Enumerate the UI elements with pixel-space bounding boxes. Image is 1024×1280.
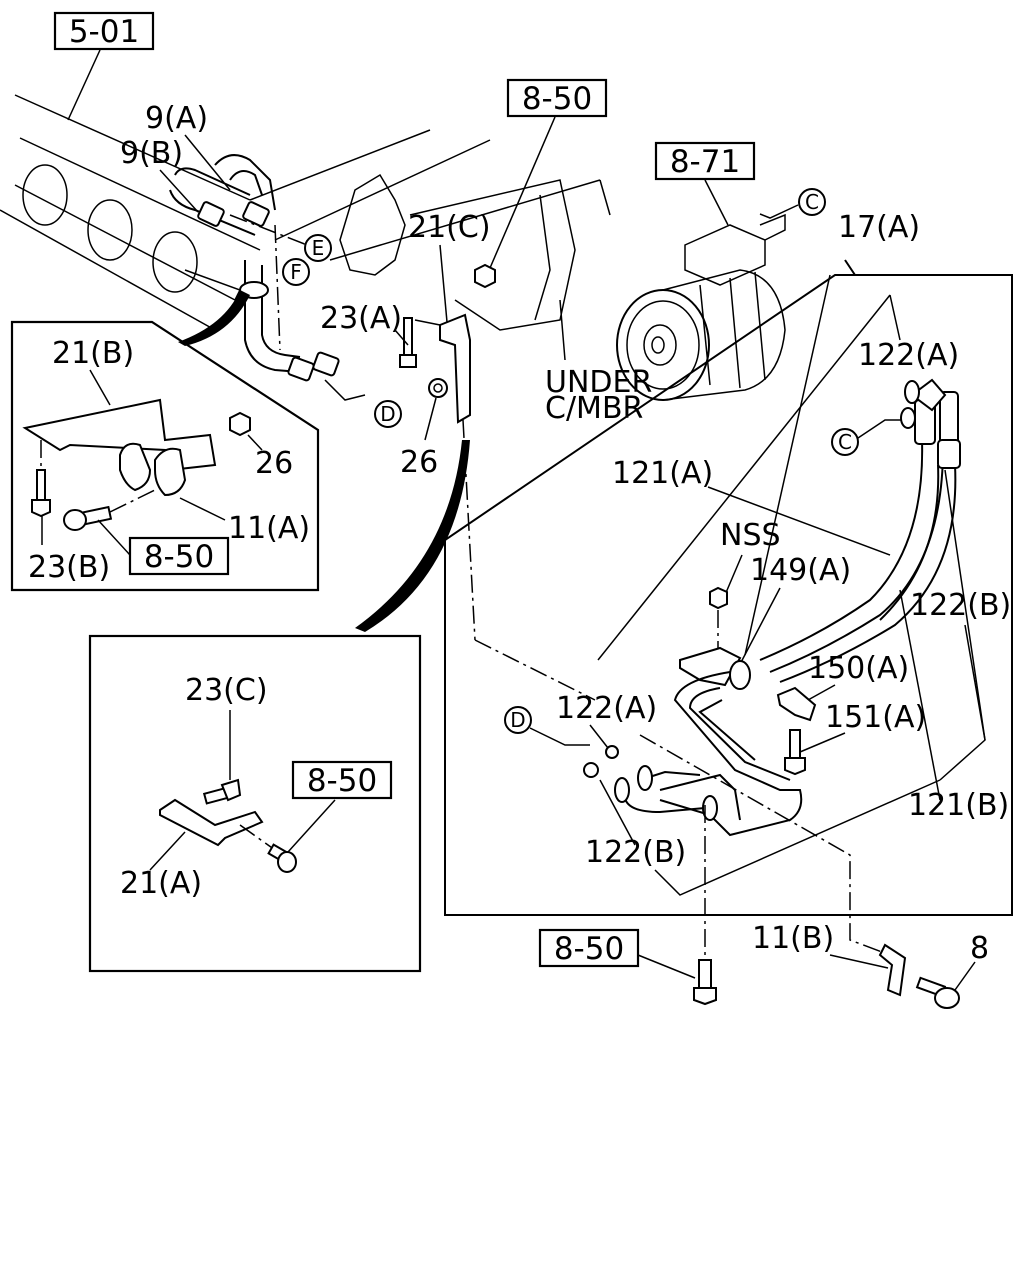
bracket-149a — [679, 646, 751, 690]
label-nss: NSS — [720, 518, 781, 553]
label-121a: 121(A) — [612, 456, 713, 491]
ref-8-50-top: 8-50 — [522, 81, 592, 117]
bolt-23a — [399, 317, 417, 368]
bolt-151a — [784, 729, 806, 776]
bolt-bottom — [693, 959, 717, 1006]
label-under: UNDER — [545, 365, 652, 400]
ac-compressor — [616, 213, 786, 401]
label-23a: 23(A) — [320, 301, 402, 336]
svg-text:F: F — [290, 260, 302, 284]
engine-manifold — [0, 94, 611, 361]
label-9a: 9(A) — [145, 101, 208, 136]
label-122a-top: 122(A) — [858, 338, 959, 373]
inset-left: 21(B) 26 11(A) 23(B) — [10, 320, 320, 592]
pipes-lower — [583, 671, 803, 837]
label-21a: 21(A) — [120, 866, 202, 901]
label-23b: 23(B) — [28, 550, 110, 585]
ref-box-8-50-inset-bottom[interactable]: 8-50 — [291, 760, 393, 800]
label-122a-mid: 122(A) — [556, 691, 657, 726]
callout-e[interactable]: E — [304, 234, 332, 262]
ref-box-5-01[interactable]: 5-01 — [53, 11, 155, 51]
ref-8-50-inset-left: 8-50 — [144, 539, 214, 575]
callout-c-top[interactable]: C — [798, 188, 826, 216]
label-17a: 17(A) — [838, 210, 920, 245]
svg-text:C: C — [805, 190, 819, 214]
ref-box-8-50-top[interactable]: 8-50 — [506, 78, 608, 118]
pointer-arrow-left-inset — [178, 290, 250, 346]
ref-5-01: 5-01 — [69, 14, 139, 50]
label-23c: 23(C) — [185, 673, 268, 708]
ref-box-8-71[interactable]: 8-71 — [654, 141, 756, 181]
label-21b: 21(B) — [52, 336, 134, 371]
svg-text:D: D — [510, 708, 525, 732]
ref-box-8-50-inset-left[interactable]: 8-50 — [128, 536, 230, 576]
label-121b: 121(B) — [908, 788, 1009, 823]
clip-150a — [776, 686, 817, 722]
label-11a: 11(A) — [228, 511, 310, 546]
callout-d-lower[interactable]: D — [504, 706, 532, 734]
callout-c-right[interactable]: C — [831, 428, 859, 456]
assembly-frame-17a — [444, 259, 1013, 916]
svg-text:D: D — [380, 402, 395, 426]
callout-d-upper[interactable]: D — [374, 400, 402, 428]
svg-text:E: E — [312, 236, 325, 260]
hose-fittings-upper — [169, 154, 366, 401]
label-26-inset: 26 — [255, 446, 293, 481]
inset-bottom: 23(C) 21(A) — [88, 634, 422, 973]
ref-8-71: 8-71 — [670, 144, 740, 180]
label-150a: 150(A) — [808, 651, 909, 686]
bolt-8 — [915, 976, 960, 1009]
nut-nss — [709, 586, 728, 610]
ref-box-8-50-bottom[interactable]: 8-50 — [538, 928, 640, 968]
ref-8-50-inset-bottom: 8-50 — [307, 763, 377, 799]
nut-26-center — [428, 378, 448, 398]
label-cmbr: C/MBR — [545, 391, 643, 426]
nut-top — [474, 263, 496, 289]
label-122b-right: 122(B) — [910, 588, 1011, 623]
clip-11b — [878, 943, 907, 997]
pointer-arrow-bottom-inset — [355, 440, 470, 632]
label-149a: 149(A) — [750, 553, 851, 588]
label-21c: 21(C) — [408, 210, 491, 245]
label-8: 8 — [970, 931, 989, 966]
label-26-center: 26 — [400, 445, 438, 480]
label-122b-low: 122(B) — [585, 835, 686, 870]
label-11b: 11(B) — [752, 921, 834, 956]
label-151a: 151(A) — [825, 700, 926, 735]
svg-text:C: C — [838, 430, 852, 454]
label-9b: 9(B) — [120, 136, 183, 171]
callout-f[interactable]: F — [282, 258, 310, 286]
ref-8-50-bottom: 8-50 — [554, 931, 624, 967]
